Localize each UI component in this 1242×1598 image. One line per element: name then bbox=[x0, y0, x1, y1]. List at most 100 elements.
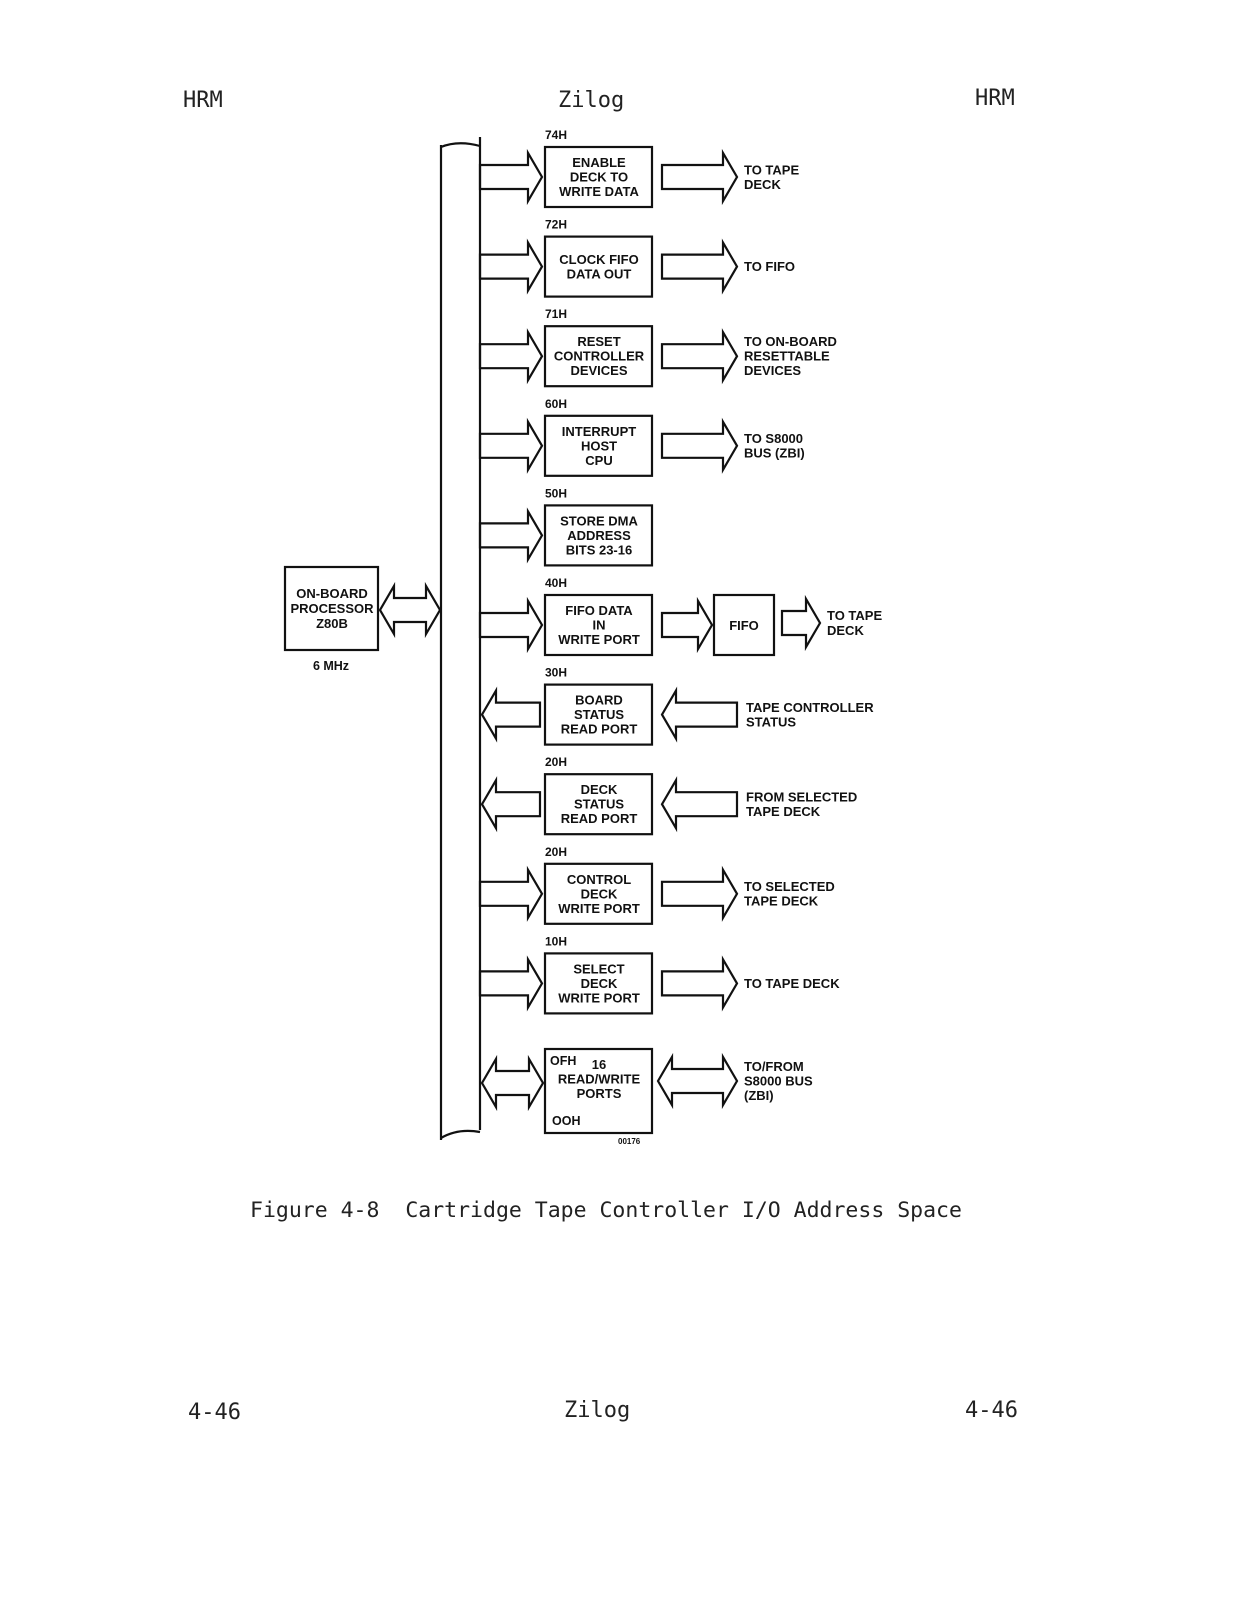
port-address-label: 20H bbox=[545, 755, 567, 769]
block-arrow-right bbox=[660, 955, 739, 1012]
port-label: CLOCK FIFO bbox=[559, 252, 638, 267]
block-arrow-right bbox=[478, 328, 544, 385]
header-center: Zilog bbox=[558, 88, 625, 113]
port-label: BOARD bbox=[575, 693, 623, 708]
block-arrow-left bbox=[480, 686, 542, 743]
port-target-label: TO TAPE bbox=[744, 162, 799, 177]
processor-label: ON-BOARD bbox=[296, 586, 368, 601]
port-label: ADDRESS bbox=[567, 528, 631, 543]
fifo-box bbox=[712, 593, 776, 657]
port-box bbox=[543, 414, 654, 477]
port-label: HOST bbox=[581, 438, 617, 453]
block-arrow-right bbox=[478, 955, 544, 1012]
port-label: CONTROLLER bbox=[554, 349, 645, 364]
port-target-label: S8000 BUS bbox=[744, 1074, 813, 1089]
port-label: WRITE PORT bbox=[558, 990, 640, 1005]
port-address-label: 20H bbox=[545, 845, 567, 859]
port-label: CPU bbox=[585, 453, 612, 468]
port-label: DEVICES bbox=[570, 363, 627, 378]
port-target-label: TO S8000 bbox=[744, 431, 803, 446]
bus-port-bidirectional-arrow bbox=[480, 1054, 545, 1112]
port-label: READ PORT bbox=[561, 811, 638, 826]
port-target-label: TAPE CONTROLLER bbox=[746, 700, 874, 715]
port-label: CONTROL bbox=[567, 872, 631, 887]
port-address-label: 71H bbox=[545, 307, 567, 321]
block-arrow-left bbox=[660, 776, 739, 833]
port-label: STATUS bbox=[574, 707, 624, 722]
port-label: ENABLE bbox=[572, 155, 626, 170]
port-target-label: TO FIFO bbox=[744, 259, 795, 274]
port-label: DECK bbox=[581, 782, 618, 797]
port-label: IN bbox=[593, 618, 606, 633]
block-arrow-right bbox=[660, 596, 714, 654]
port-label: DECK bbox=[581, 886, 618, 901]
bus-bottom-cap bbox=[440, 1129, 481, 1139]
block-arrow-right bbox=[660, 148, 739, 206]
port-label: RESET bbox=[577, 334, 620, 349]
port-target-label: TO ON-BOARD bbox=[744, 334, 837, 349]
block-arrow-right bbox=[660, 417, 739, 474]
port-label: WRITE PORT bbox=[558, 901, 640, 916]
port-address-label: 72H bbox=[545, 218, 567, 232]
port-label: STORE DMA bbox=[560, 513, 638, 528]
port-target-label: DEVICES bbox=[744, 363, 801, 378]
port-box bbox=[543, 593, 654, 657]
port-box bbox=[543, 145, 654, 209]
port-target-label: STATUS bbox=[746, 714, 796, 729]
port-label: READ/WRITE bbox=[558, 1072, 641, 1087]
port-address-label: 50H bbox=[545, 486, 567, 500]
port-target-bidirectional-arrow bbox=[656, 1052, 739, 1110]
block-arrow-right bbox=[478, 507, 544, 564]
block-arrow-right bbox=[660, 328, 739, 385]
port-address-bottom-label: OOH bbox=[552, 1114, 580, 1128]
block-arrow-right bbox=[478, 417, 544, 474]
header-left: HRM bbox=[183, 88, 223, 113]
port-box bbox=[543, 952, 654, 1015]
port-label: WRITE PORT bbox=[558, 632, 640, 647]
port-address-label: 10H bbox=[545, 934, 567, 948]
port-box bbox=[543, 773, 654, 836]
figure-caption: Figure 4-8 Cartridge Tape Controller I/O… bbox=[250, 1198, 962, 1223]
processor-clock-label: 6 MHz bbox=[313, 659, 349, 673]
block-arrow-right bbox=[660, 865, 739, 922]
port-address-label: 30H bbox=[545, 666, 567, 680]
port-box bbox=[543, 862, 654, 925]
processor-label: Z80B bbox=[316, 616, 348, 631]
port-target-label: TO TAPE DECK bbox=[744, 976, 840, 991]
processor-bus-arrow bbox=[378, 581, 442, 639]
bus-top-cap bbox=[440, 142, 481, 149]
port-label: READ PORT bbox=[561, 722, 638, 737]
port-label: 16 bbox=[592, 1057, 606, 1072]
port-box bbox=[543, 683, 654, 746]
processor-label: PROCESSOR bbox=[290, 601, 374, 616]
port-address-top-label: OFH bbox=[550, 1054, 576, 1068]
port-target-label: TO TAPE bbox=[827, 608, 882, 623]
port-label: BITS 23-16 bbox=[566, 542, 632, 557]
port-label: DECK bbox=[581, 976, 618, 991]
port-target-label: (ZBI) bbox=[744, 1088, 774, 1103]
processor-box bbox=[283, 565, 380, 652]
block-arrow-left bbox=[480, 776, 542, 833]
port-box bbox=[543, 1047, 654, 1135]
block-arrow-left bbox=[660, 686, 739, 743]
port-target-label: TO/FROM bbox=[744, 1059, 804, 1074]
port-label: PORTS bbox=[577, 1086, 622, 1101]
block-arrow-right bbox=[780, 594, 822, 652]
block-arrow-right bbox=[478, 238, 544, 295]
port-target-label: TAPE DECK bbox=[744, 894, 819, 909]
footer-center: Zilog bbox=[564, 1398, 631, 1423]
port-target-label: DECK bbox=[744, 177, 781, 192]
port-label: INTERRUPT bbox=[562, 424, 636, 439]
figure-code: 00176 bbox=[618, 1137, 641, 1146]
footer-left: 4-46 bbox=[188, 1400, 241, 1425]
port-label: WRITE DATA bbox=[559, 184, 639, 199]
port-box bbox=[543, 235, 654, 298]
footer-right: 4-46 bbox=[965, 1398, 1018, 1423]
port-label: SELECT bbox=[573, 961, 624, 976]
port-target-label: DECK bbox=[827, 623, 864, 638]
port-label: DATA OUT bbox=[567, 266, 632, 281]
block-arrow-right bbox=[478, 865, 544, 922]
port-target-label: RESETTABLE bbox=[744, 349, 830, 364]
header-right: HRM bbox=[975, 86, 1015, 111]
